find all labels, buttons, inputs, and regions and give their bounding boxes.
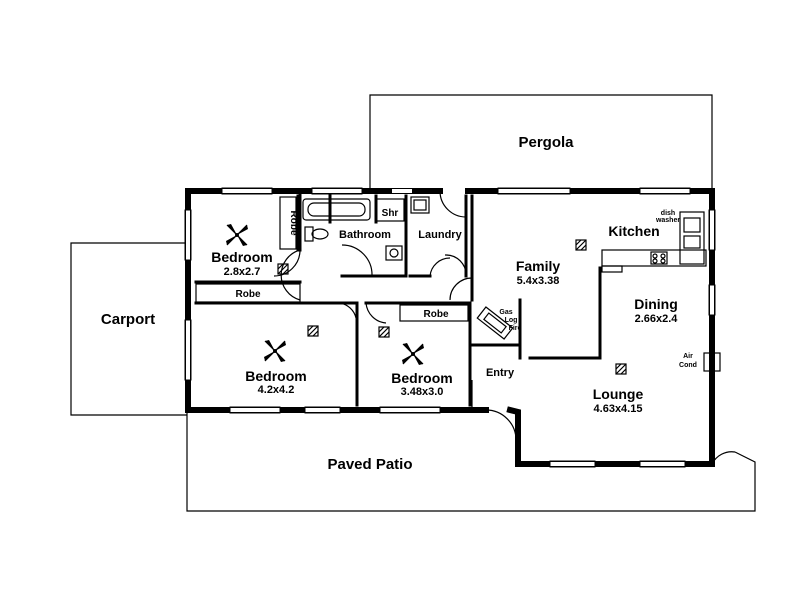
robe-2-label: Robe [236, 289, 261, 300]
air-cond-label-1: Air [683, 353, 693, 360]
paved-patio-label: Paved Patio [327, 456, 412, 473]
vent-icon [615, 363, 627, 375]
laundry-label: Laundry [418, 229, 462, 241]
dining-size: 2.66x2.4 [635, 313, 679, 325]
gas-log-fire-label-2: Log [505, 317, 518, 324]
bathtub [302, 198, 371, 221]
vent-icon [277, 263, 289, 275]
air-cond-label-2: Cond [679, 362, 697, 369]
pergola-label: Pergola [518, 134, 574, 151]
lounge-label: Lounge [593, 386, 644, 402]
windows [184, 187, 716, 468]
bedroom-2-label: Bedroom [245, 368, 306, 384]
kitchen-bench [601, 211, 707, 273]
entry-label: Entry [486, 367, 515, 379]
robe-bedroom-1 [279, 196, 297, 250]
dish-washer-label-2: washer [655, 217, 680, 224]
gas-log-fire-label-1: Gas [499, 309, 512, 316]
interior-walls [194, 189, 602, 410]
basin [385, 245, 403, 261]
vent-icon [575, 239, 587, 251]
bedroom-2-size: 4.2x4.2 [258, 384, 295, 396]
vent-icon [378, 326, 390, 338]
bedroom-3-size: 3.48x3.0 [401, 386, 444, 398]
carport-area [70, 242, 187, 416]
robe-hall [195, 283, 301, 303]
robe-bedroom-3 [399, 304, 469, 322]
robe-1-label: Robe [288, 211, 299, 236]
dining-label: Dining [634, 296, 678, 312]
patio-area [186, 412, 756, 512]
pergola-area [369, 94, 713, 190]
air-cond-unit [703, 352, 721, 372]
bedroom-1-label: Bedroom [211, 249, 272, 265]
laundry-trough [410, 196, 430, 214]
gas-log-fire-label-3: Fire [509, 325, 522, 332]
carport-label: Carport [101, 311, 155, 328]
ceiling-fan-icon [264, 340, 286, 362]
family-size: 5.4x3.38 [517, 275, 560, 287]
bathroom-label: Bathroom [339, 229, 391, 241]
ceiling-fan-icon [226, 224, 248, 246]
bedroom-1-size: 2.8x2.7 [224, 266, 261, 278]
dish-washer-label-1: dish [661, 210, 675, 217]
shower-label: Shr [382, 208, 399, 219]
gas-log-fire-unit [476, 306, 514, 340]
robe-3-label: Robe [424, 309, 449, 320]
bedroom-3-label: Bedroom [391, 370, 452, 386]
vent-icon [307, 325, 319, 337]
family-label: Family [516, 258, 561, 274]
kitchen-label: Kitchen [608, 223, 659, 239]
lounge-size: 4.63x4.15 [594, 403, 643, 415]
ceiling-fan-icon [402, 343, 424, 365]
shower [375, 198, 405, 222]
door-swings [273, 190, 736, 465]
toilet [304, 226, 329, 242]
